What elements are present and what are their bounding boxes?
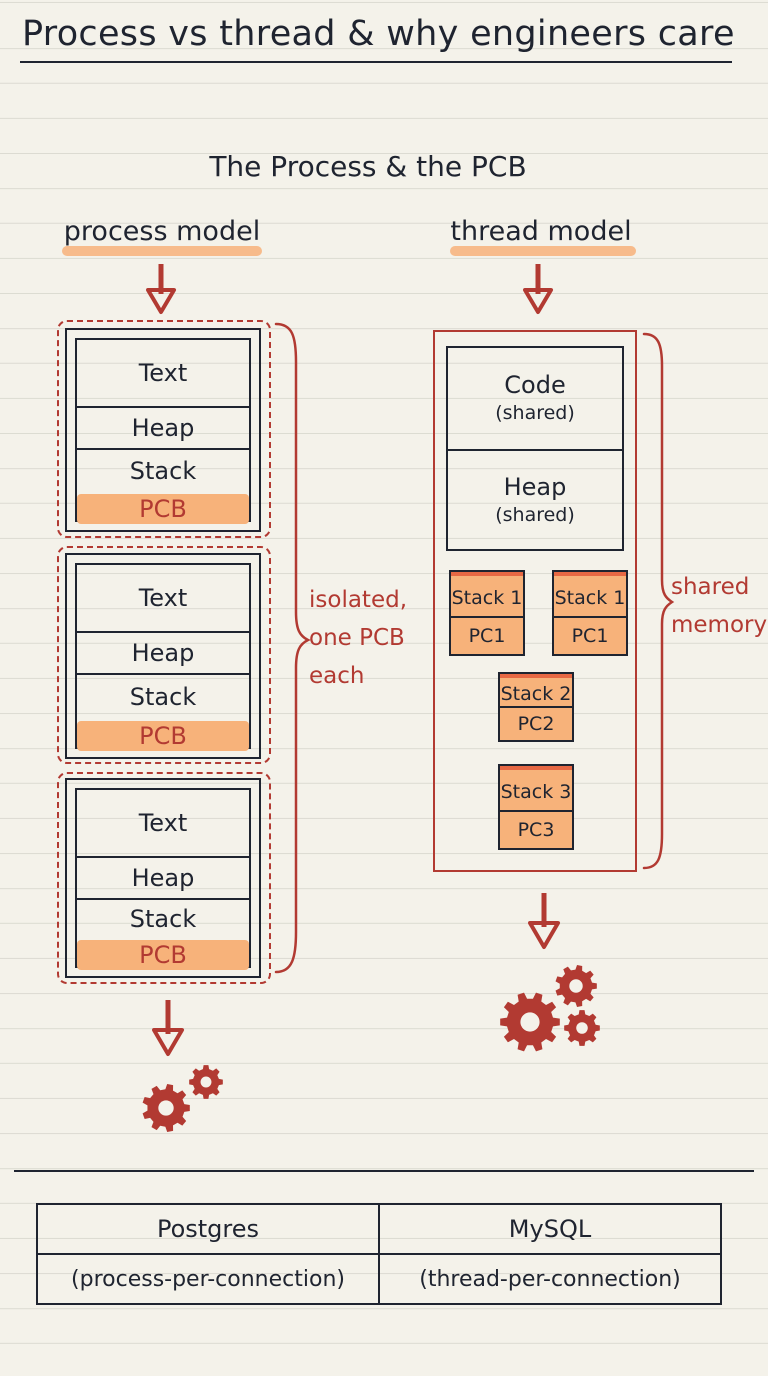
segment-note: (shared)	[495, 402, 575, 425]
thread-stack: Stack 2 PC2	[498, 672, 574, 742]
annotation-line: shared	[671, 574, 750, 600]
thread-stack: Stack 3 PC3	[498, 764, 574, 850]
table-cell: Postgres	[36, 1203, 380, 1255]
down-arrow-icon	[523, 264, 553, 314]
process-block: Text Heap Stack PCB	[65, 778, 261, 978]
heap-segment: Heap	[77, 406, 249, 448]
process-annotation: isolated, one PCB each	[309, 581, 407, 695]
heap-segment: Heap	[77, 631, 249, 673]
heap-segment: Heap	[77, 856, 249, 898]
down-arrow-icon	[152, 1000, 184, 1056]
text-segment: Text	[138, 809, 188, 837]
gears-icon	[142, 1065, 223, 1132]
pc-label: PC1	[554, 616, 626, 654]
annotation-line: memory	[671, 612, 768, 638]
table-cell: MySQL	[378, 1203, 722, 1255]
thread-process-boundary	[433, 330, 637, 872]
gear-hole	[200, 1076, 212, 1088]
table-row: (process-per-connection) (thread-per-con…	[36, 1253, 722, 1305]
process-block: Text Heap Stack PCB	[65, 328, 261, 532]
text-segment: Text	[138, 359, 188, 387]
curly-brace-icon	[642, 332, 675, 870]
process-block-outline	[57, 546, 271, 764]
process-label-highlight	[62, 246, 262, 256]
annotation-line: each	[309, 663, 365, 689]
pc-label: PC1	[451, 616, 523, 654]
annotation-line: isolated,	[309, 587, 408, 613]
segment-name: Code	[504, 371, 566, 400]
process-block-outline	[57, 772, 271, 984]
thread-annotation: shared memory	[671, 568, 767, 644]
table-cell: (thread-per-connection)	[378, 1253, 722, 1305]
thread-stack: Stack 1 PC1	[449, 570, 525, 656]
segment-name: Heap	[503, 472, 567, 501]
thread-model-label: thread model	[450, 216, 632, 247]
pcb-segment: PCB	[139, 722, 187, 750]
pc-label: PC2	[500, 706, 572, 740]
text-segment: Text	[138, 584, 188, 612]
curly-brace-icon	[274, 322, 311, 974]
pc-label: PC3	[500, 810, 572, 848]
down-arrow-icon	[146, 264, 176, 314]
table-row: Postgres MySQL	[36, 1203, 722, 1255]
comparison-table: Postgres MySQL (process-per-connection) …	[36, 1203, 722, 1305]
process-block-outline	[57, 320, 271, 538]
process-model-label: process model	[63, 216, 261, 247]
stack-label: Stack 1	[451, 587, 523, 609]
stack-segment: Stack	[77, 448, 249, 492]
section-divider	[14, 1170, 754, 1172]
stack-label: Stack 1	[554, 587, 626, 609]
heap-segment: Heap (shared)	[448, 448, 622, 550]
diagram-subtitle: The Process & the PCB	[209, 150, 527, 183]
stack-segment: Stack	[77, 673, 249, 719]
process-block: Text Heap Stack PCB	[65, 553, 261, 759]
title-underline	[20, 61, 732, 63]
gears-icon	[500, 965, 600, 1052]
down-arrow-icon	[528, 893, 560, 949]
gear-hole	[576, 1022, 588, 1034]
pcb-segment: PCB	[139, 495, 187, 523]
thread-stack: Stack 1 PC1	[552, 570, 628, 656]
pcb-segment: PCB	[139, 941, 187, 969]
stack-label: Stack 2	[500, 683, 572, 705]
annotation-line: one PCB	[309, 625, 405, 651]
stack-label: Stack 3	[500, 781, 572, 803]
segment-note: (shared)	[495, 503, 575, 526]
gear-hole	[569, 979, 583, 993]
stack-segment: Stack	[77, 898, 249, 938]
gear-hole	[520, 1012, 540, 1032]
table-cell: (process-per-connection)	[36, 1253, 380, 1305]
thread-label-highlight	[450, 246, 636, 256]
shared-memory-box: Code (shared) Heap (shared)	[446, 346, 624, 551]
page-title: Process vs thread & why engineers care	[22, 14, 735, 54]
code-segment: Code (shared)	[448, 348, 622, 449]
gear-hole	[158, 1100, 174, 1116]
